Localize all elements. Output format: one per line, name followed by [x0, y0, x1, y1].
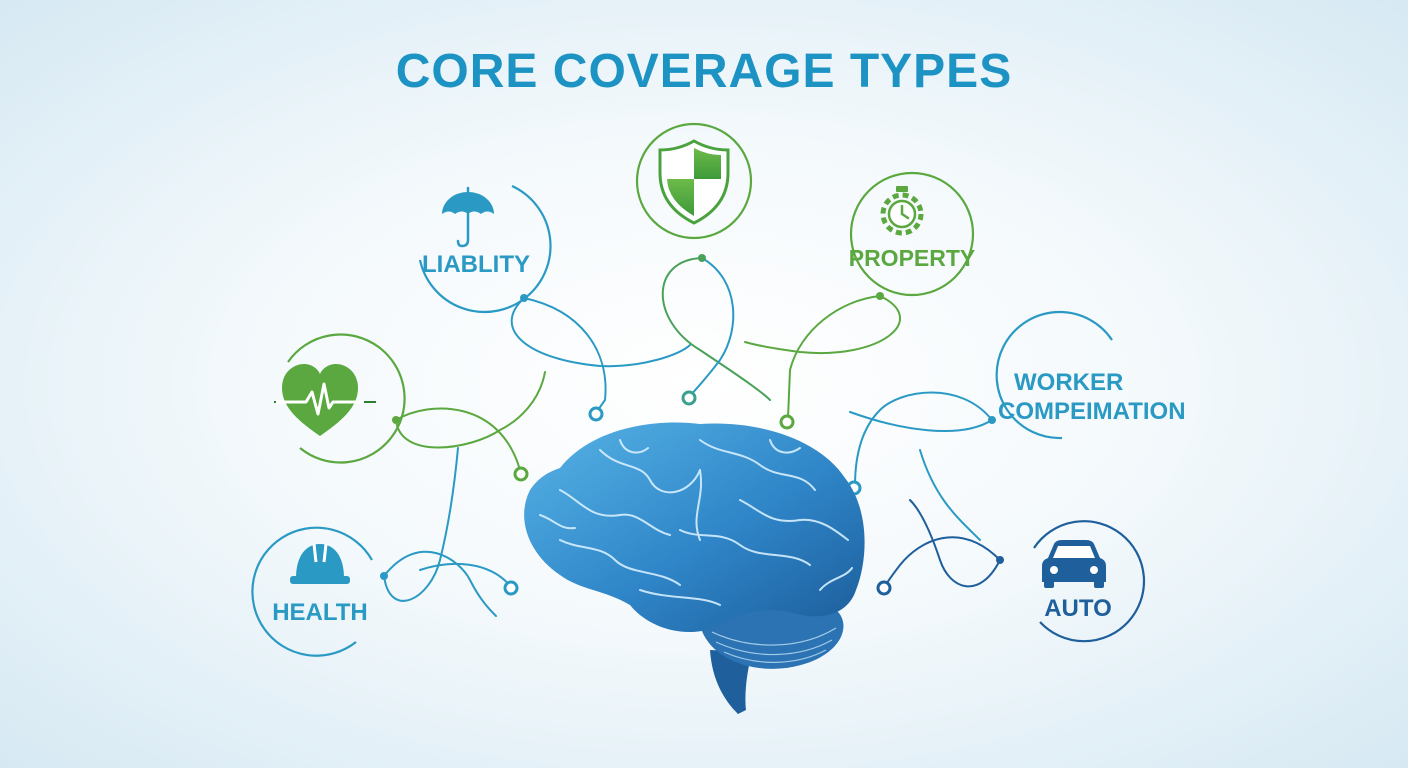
connector-liability-1 — [510, 297, 691, 368]
liability-ring — [418, 185, 552, 314]
connector-health-2 — [383, 550, 497, 617]
connector-dots — [380, 254, 1004, 596]
connector-worker-2 — [849, 411, 993, 433]
ring-dot-7 — [876, 580, 892, 596]
heart-pulse-icon — [274, 364, 376, 436]
connector-worker-3 — [919, 449, 981, 541]
health-ring — [251, 526, 373, 657]
brain-stem — [710, 650, 752, 714]
brain-icon — [524, 422, 865, 714]
shield-icon — [658, 139, 730, 225]
node-heart — [274, 333, 406, 464]
hard-hat-icon — [290, 543, 350, 584]
ring-dot-2 — [681, 390, 697, 406]
ring-dot-4 — [513, 466, 529, 482]
connector-auto-2 — [909, 499, 1001, 588]
connector-heart-2 — [395, 407, 521, 471]
property-ring — [849, 171, 975, 297]
brain-cerebrum — [524, 422, 865, 633]
connector-property-1 — [787, 295, 881, 419]
node-health: HEALTH — [251, 526, 373, 657]
liability-label: LIABLITY — [422, 251, 530, 278]
dot-auto — [996, 556, 1004, 564]
connector-worker-1 — [854, 391, 993, 487]
dot-property — [876, 292, 884, 300]
car-icon — [1042, 540, 1106, 588]
ring-dot-1 — [588, 406, 604, 422]
auto-ring — [1033, 520, 1146, 643]
worker-label-line1: WORKER — [1014, 369, 1123, 396]
ring-dot-6 — [503, 580, 519, 596]
umbrella-icon — [442, 186, 494, 248]
connector-shield-1 — [661, 257, 771, 401]
connector-heart-1 — [395, 371, 546, 449]
connectors — [383, 257, 1001, 617]
worker-ring — [995, 311, 1113, 440]
connector-health-3 — [419, 562, 513, 589]
health-label: HEALTH — [272, 599, 368, 626]
heart-ring — [287, 333, 406, 464]
ring-dot-3 — [779, 414, 795, 430]
dot-heart — [392, 416, 400, 424]
connector-property-2 — [744, 295, 901, 354]
brain-cerebellum — [700, 605, 844, 669]
page-title: CORE COVERAGE TYPES — [395, 45, 1013, 98]
node-property: PROPERTY — [849, 171, 976, 297]
worker-label-line2: COMPEIMATION — [998, 398, 1186, 425]
connector-liability-2 — [523, 297, 607, 411]
shield-ring — [635, 122, 753, 240]
dot-worker — [988, 416, 996, 424]
connector-shield-2 — [689, 257, 735, 397]
property-label: PROPERTY — [849, 245, 976, 271]
connector-health-1 — [383, 447, 459, 602]
node-auto: AUTO — [1033, 520, 1146, 643]
gear-clock-icon — [880, 186, 924, 236]
auto-label: AUTO — [1044, 595, 1112, 622]
dot-shield — [698, 254, 706, 262]
node-worker: WORKER COMPEIMATION — [995, 311, 1186, 440]
node-shield — [635, 122, 753, 240]
node-liability: LIABLITY — [418, 185, 552, 314]
dot-health — [380, 572, 388, 580]
